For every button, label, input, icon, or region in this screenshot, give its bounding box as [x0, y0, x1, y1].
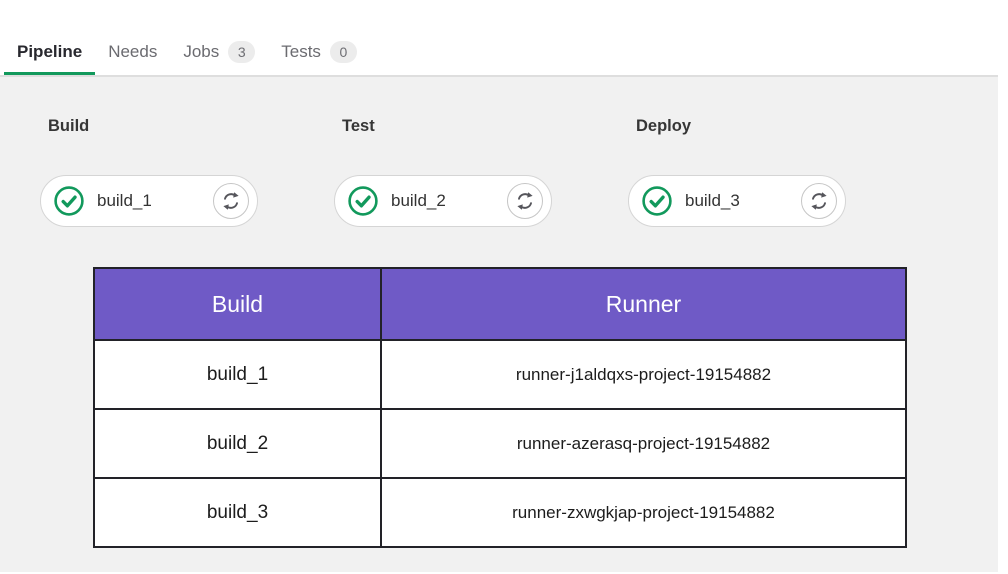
retry-job-button[interactable]: [801, 183, 837, 219]
retry-job-button[interactable]: [213, 183, 249, 219]
status-success-icon: [54, 186, 84, 216]
table-header-build: Build: [93, 267, 382, 341]
table-header-runner: Runner: [380, 267, 907, 341]
table-row: build_3 runner-zxwgkjap-project-19154882: [93, 477, 907, 548]
retry-icon: [223, 192, 239, 210]
jobs-count-badge: 3: [228, 40, 256, 63]
build-cell: build_1: [93, 339, 382, 410]
job-pill-build_1[interactable]: build_1: [40, 175, 258, 227]
tab-tests-label: Tests: [281, 42, 321, 61]
table-header-row: Build Runner: [93, 267, 907, 341]
job-name: build_3: [685, 191, 740, 210]
build-cell: build_3: [93, 477, 382, 548]
tab-needs[interactable]: Needs: [95, 31, 170, 75]
table-row: build_1 runner-j1aldqxs-project-19154882: [93, 339, 907, 410]
tab-pipeline-label: Pipeline: [17, 42, 83, 61]
stage-build: Build build_1: [40, 115, 334, 227]
stage-deploy: Deploy build_3: [628, 115, 922, 227]
pipeline-stages: Build build_1: [0, 77, 998, 227]
stage-test: Test build_2: [334, 115, 628, 227]
tab-pipeline[interactable]: Pipeline: [4, 31, 96, 75]
job-name: build_1: [97, 191, 152, 210]
pipeline-tabbar: Pipeline Needs Jobs 3 Tests 0: [0, 0, 1008, 75]
status-success-icon: [642, 186, 672, 216]
retry-icon: [811, 192, 827, 210]
tab-jobs-label: Jobs: [183, 42, 220, 61]
tab-needs-label: Needs: [108, 42, 158, 61]
stage-build-title: Build: [48, 117, 90, 135]
retry-icon: [517, 192, 533, 210]
tests-count-badge: 0: [329, 40, 357, 63]
tab-jobs[interactable]: Jobs 3: [170, 31, 268, 75]
retry-job-button[interactable]: [507, 183, 543, 219]
job-name: build_2: [391, 191, 446, 210]
runner-cell: runner-j1aldqxs-project-19154882: [380, 339, 907, 410]
runner-cell: runner-azerasq-project-19154882: [380, 408, 907, 479]
table-row: build_2 runner-azerasq-project-19154882: [93, 408, 907, 479]
tab-tests[interactable]: Tests 0: [268, 31, 370, 75]
stage-deploy-title: Deploy: [636, 117, 692, 135]
build-cell: build_2: [93, 408, 382, 479]
stage-test-title: Test: [342, 117, 375, 135]
job-pill-build_2[interactable]: build_2: [334, 175, 552, 227]
runner-cell: runner-zxwgkjap-project-19154882: [380, 477, 907, 548]
status-success-icon: [348, 186, 378, 216]
build-runner-table: Build Runner build_1 runner-j1aldqxs-pro…: [93, 267, 907, 548]
job-pill-build_3[interactable]: build_3: [628, 175, 846, 227]
pipeline-graph-panel: Build build_1: [0, 75, 998, 572]
